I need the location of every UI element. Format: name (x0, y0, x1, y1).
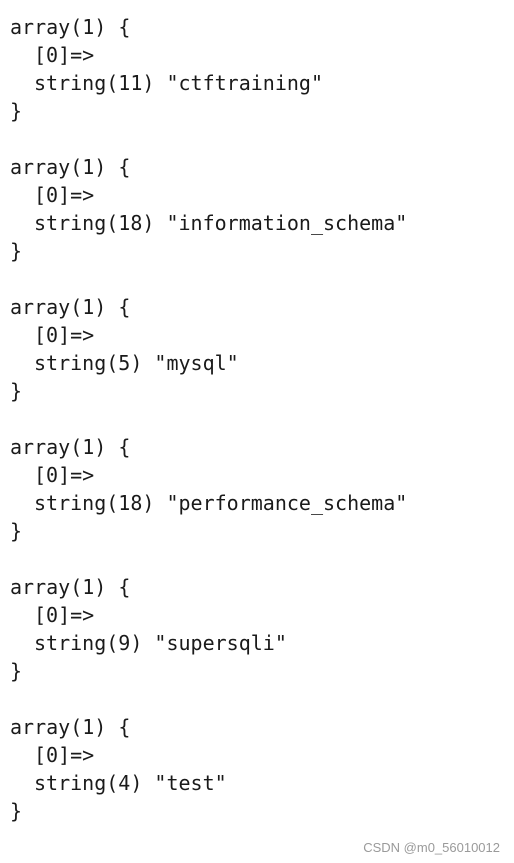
array-index: [0]=> (34, 43, 95, 67)
array-index: [0]=> (34, 183, 95, 207)
array-block: array(1) { [0]=> string(18) "information… (10, 153, 407, 293)
array-block: array(1) { [0]=> string(4) "test" } (10, 713, 407, 853)
array-open: array(1) { (10, 295, 131, 319)
array-open: array(1) { (10, 715, 131, 739)
array-open: array(1) { (10, 155, 131, 179)
array-block: array(1) { [0]=> string(18) "performance… (10, 433, 407, 573)
array-value: string(11) "ctftraining" (34, 71, 323, 95)
array-close: } (10, 519, 23, 543)
array-index: [0]=> (34, 463, 95, 487)
array-block: array(1) { [0]=> string(9) "supersqli" } (10, 573, 407, 713)
array-open: array(1) { (10, 435, 131, 459)
array-close: } (10, 239, 23, 263)
array-block: array(1) { [0]=> string(5) "mysql" } (10, 293, 407, 433)
array-index: [0]=> (34, 743, 95, 767)
watermark: CSDN @m0_56010012 (363, 840, 500, 855)
array-close: } (10, 379, 23, 403)
array-close: } (10, 99, 23, 123)
array-block: array(1) { [0]=> string(11) "ctftraining… (10, 13, 407, 153)
array-open: array(1) { (10, 575, 131, 599)
array-index: [0]=> (34, 323, 95, 347)
array-open: array(1) { (10, 15, 131, 39)
array-value: string(18) "performance_schema" (34, 491, 408, 515)
array-index: [0]=> (34, 603, 95, 627)
array-value: string(4) "test" (34, 771, 227, 795)
array-value: string(18) "information_schema" (34, 211, 408, 235)
array-value: string(9) "supersqli" (34, 631, 287, 655)
array-close: } (10, 799, 23, 823)
array-value: string(5) "mysql" (34, 351, 239, 375)
var-dump-output: array(1) { [0]=> string(11) "ctftraining… (10, 13, 407, 853)
array-close: } (10, 659, 23, 683)
